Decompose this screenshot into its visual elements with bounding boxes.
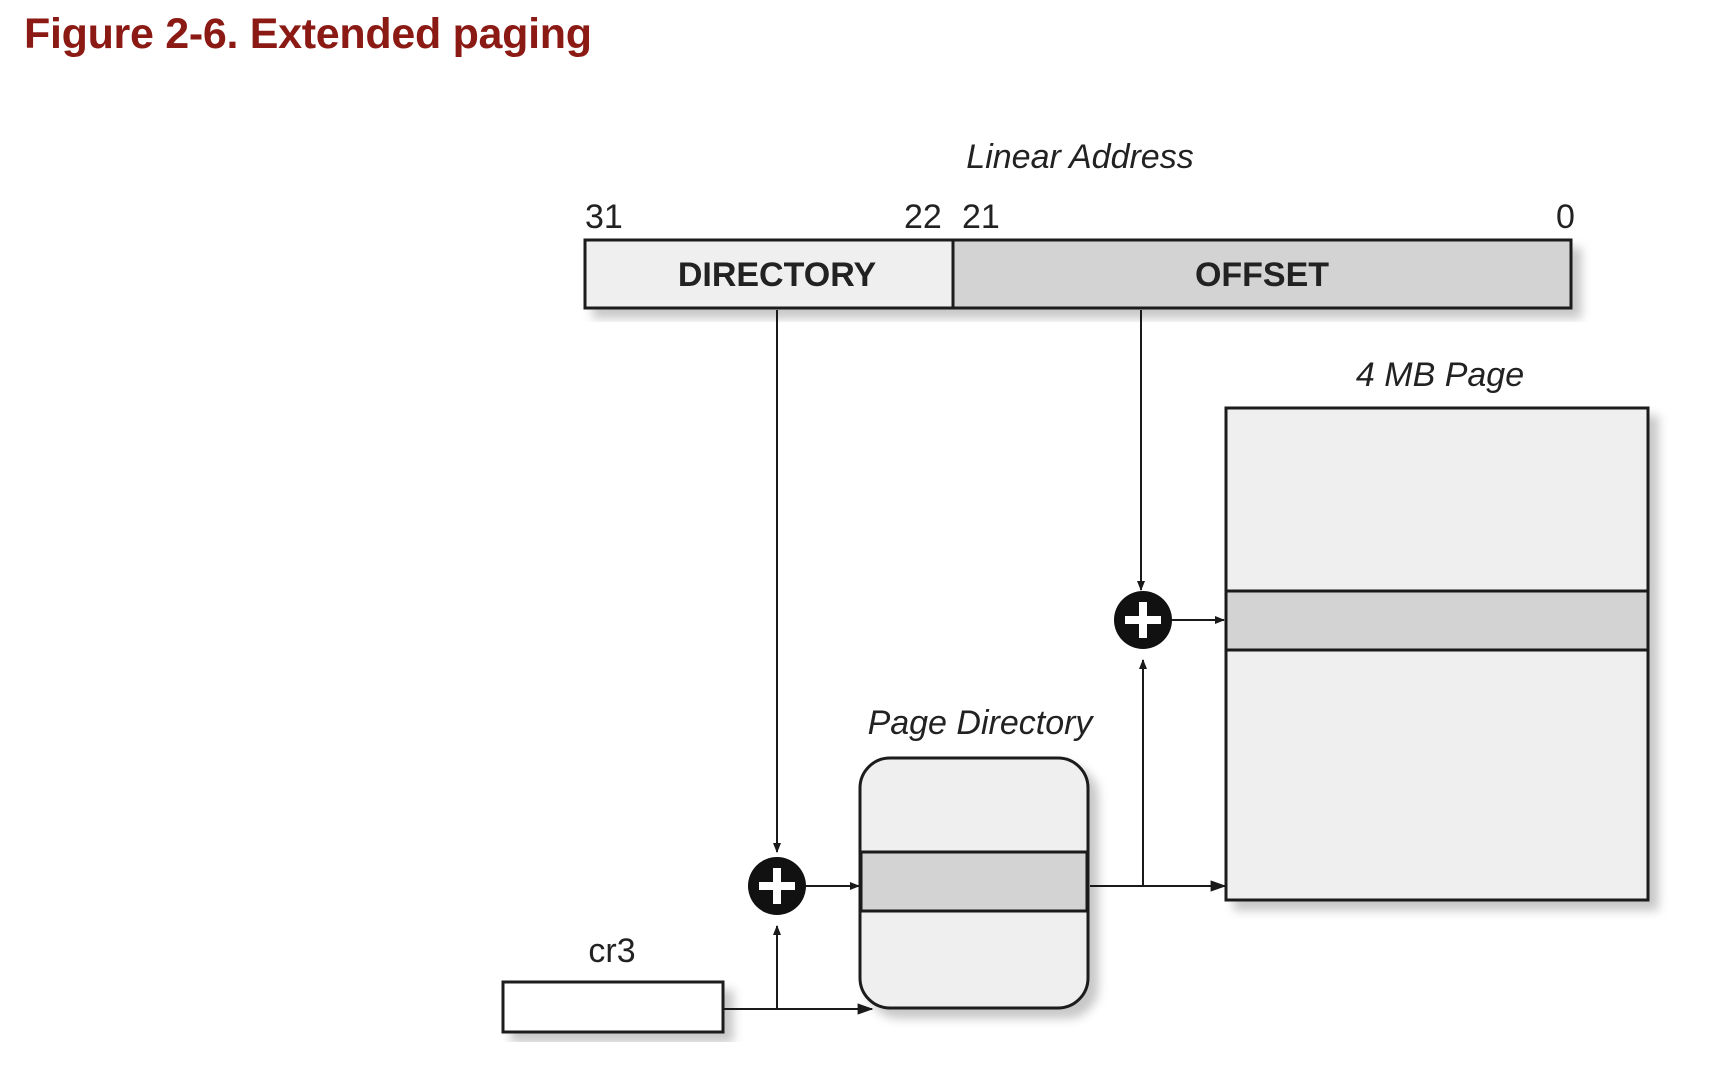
linear-address-label: Linear Address [966, 138, 1193, 176]
plus-icon [1114, 591, 1172, 649]
figure-title: Figure 2-6. Extended paging [24, 10, 592, 58]
page-label: 4 MB Page [1356, 356, 1524, 394]
connectors [723, 310, 1227, 1015]
bit-22-label: 22 [904, 198, 942, 236]
bit-0-label: 0 [1556, 198, 1575, 236]
page-directory [858, 756, 1090, 1010]
directory-field-label: DIRECTORY [678, 256, 877, 294]
cr3-register [501, 980, 725, 1034]
page-directory-entry [859, 850, 1089, 913]
offset-field-label: OFFSET [1195, 256, 1329, 294]
bit-31-label: 31 [585, 198, 623, 236]
4mb-page [1224, 406, 1650, 902]
offset-field [951, 238, 1573, 310]
page-entry [1224, 589, 1650, 652]
bit-21-label: 21 [962, 198, 1000, 236]
plus-icon [748, 857, 806, 915]
linear-address-bar [583, 238, 1573, 310]
page-directory-label: Page Directory [868, 704, 1095, 742]
cr3-label: cr3 [588, 932, 635, 970]
directory-field [583, 238, 955, 310]
